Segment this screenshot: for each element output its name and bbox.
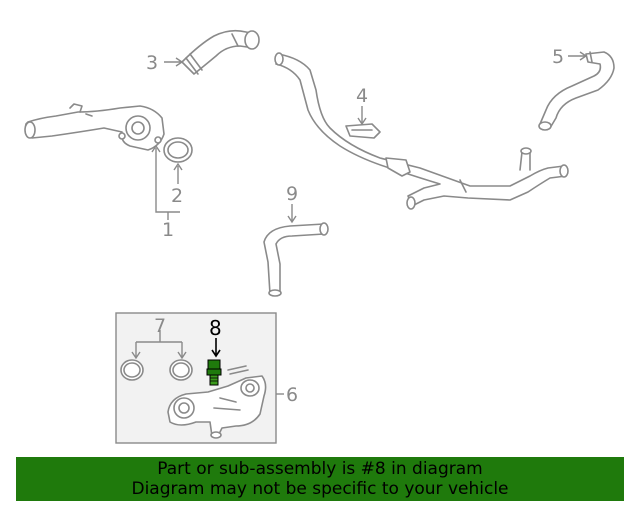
callout-5: 5	[552, 46, 564, 68]
part-4-water-pipe[interactable]	[274, 52, 569, 210]
callout-4: 4	[356, 85, 368, 107]
part-5-bypass-hose[interactable]	[538, 51, 615, 131]
part-3-hose[interactable]	[181, 29, 260, 75]
leader-5	[568, 51, 588, 61]
callout-6: 6	[286, 384, 298, 406]
leader-1	[155, 148, 180, 213]
callout-1: 1	[162, 219, 174, 241]
leader-4	[357, 106, 367, 126]
part-9-hose[interactable]	[263, 222, 329, 297]
banner-line-2: Diagram may not be specific to your vehi…	[131, 479, 509, 499]
leader-7	[131, 330, 187, 360]
callout-3: 3	[146, 52, 158, 74]
part-2-gasket[interactable]	[163, 137, 193, 163]
callout-2: 2	[171, 185, 183, 207]
callout-8: 8	[209, 316, 222, 340]
banner-line-1: Part or sub-assembly is #8 in diagram	[157, 459, 483, 479]
callout-7: 7	[154, 315, 166, 337]
leader-8	[211, 338, 221, 358]
part-8-temperature-sensor[interactable]	[206, 359, 222, 386]
part-7-o-rings[interactable]	[120, 359, 193, 381]
part-6-housing[interactable]	[167, 375, 267, 439]
leader-3	[164, 57, 184, 67]
callout-9: 9	[286, 183, 298, 205]
part-1-water-outlet[interactable]	[24, 103, 165, 151]
info-banner: Part or sub-assembly is #8 in diagram Di…	[16, 457, 624, 501]
leader-2	[173, 162, 183, 184]
parts-diagram: 1 2 3 4 5 9	[24, 29, 615, 444]
leader-9	[287, 204, 297, 224]
part-clip	[227, 365, 249, 375]
leader-1-arrow	[151, 144, 161, 153]
